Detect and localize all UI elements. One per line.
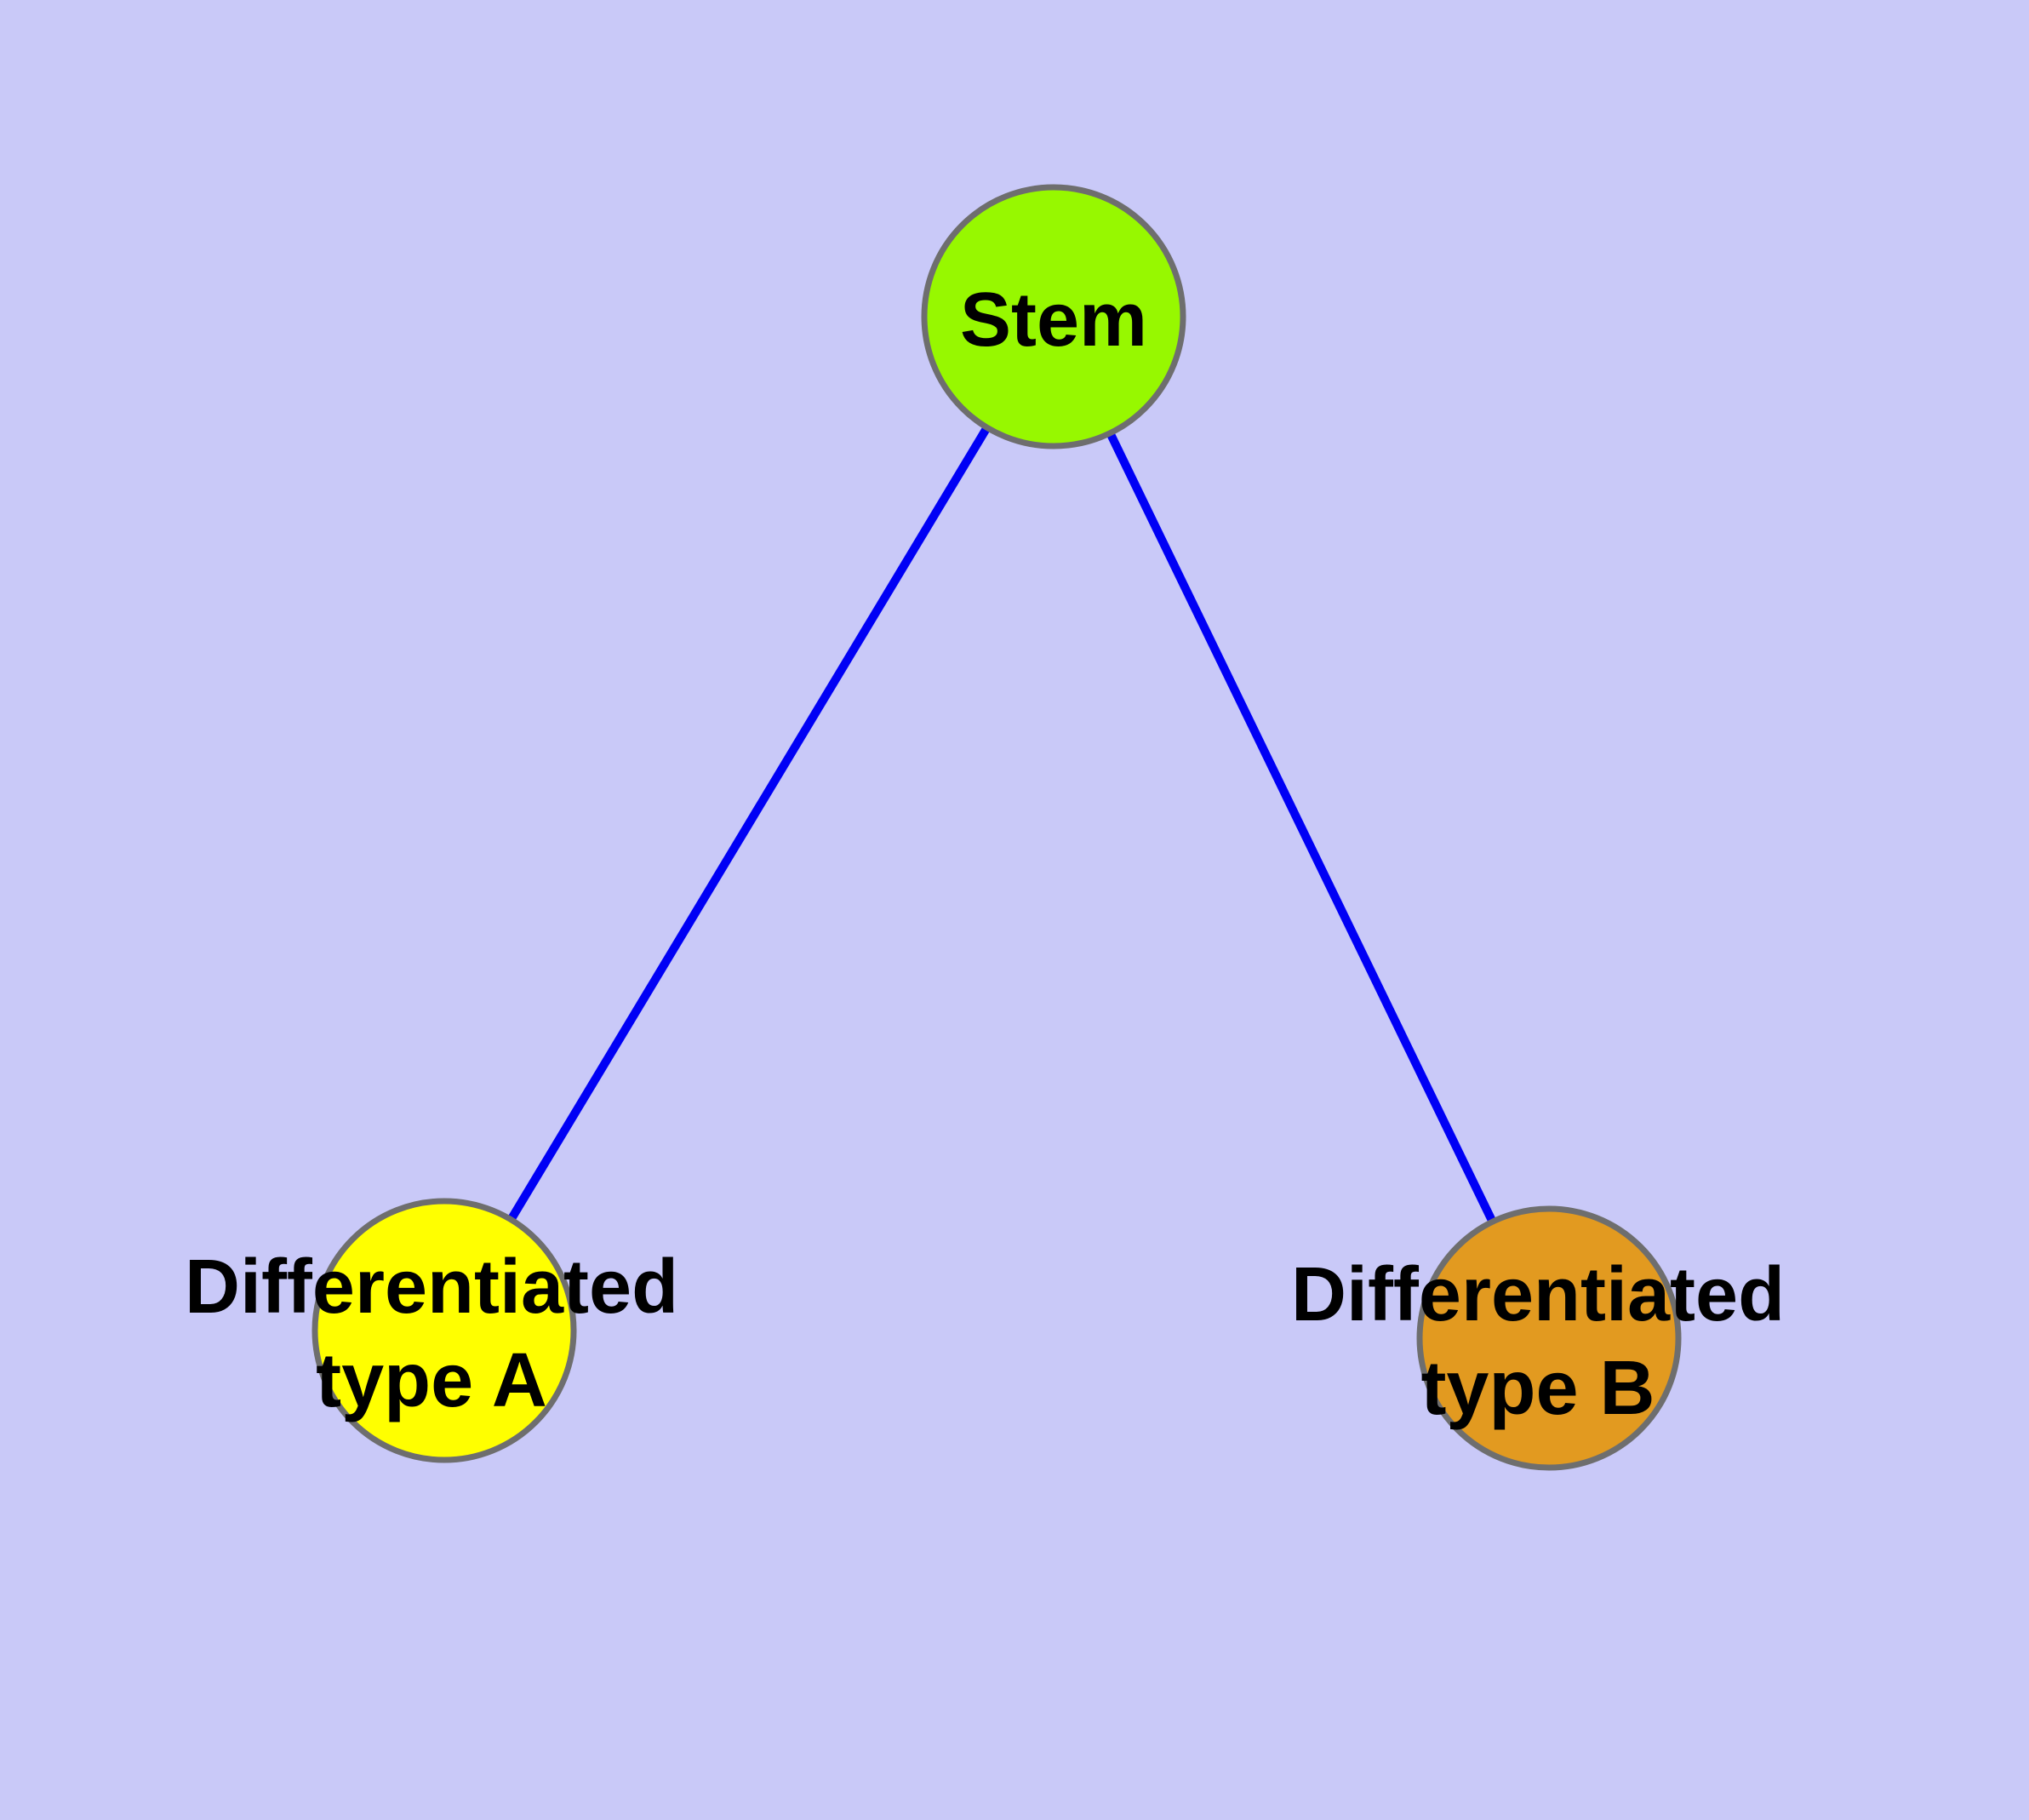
edge-stem-to-type-a [440,314,1058,1333]
node-type-b-label: Differentiated type B [1290,1252,1786,1431]
node-stem-circle[interactable] [921,184,1186,449]
node-type-a-label: Differentiated type A [184,1245,679,1423]
node-type-b-circle[interactable] [1416,1205,1682,1471]
edge-stem-to-type-b [1049,314,1553,1341]
node-type-a-circle[interactable] [311,1198,577,1463]
node-stem-label: Stem [959,278,1148,363]
